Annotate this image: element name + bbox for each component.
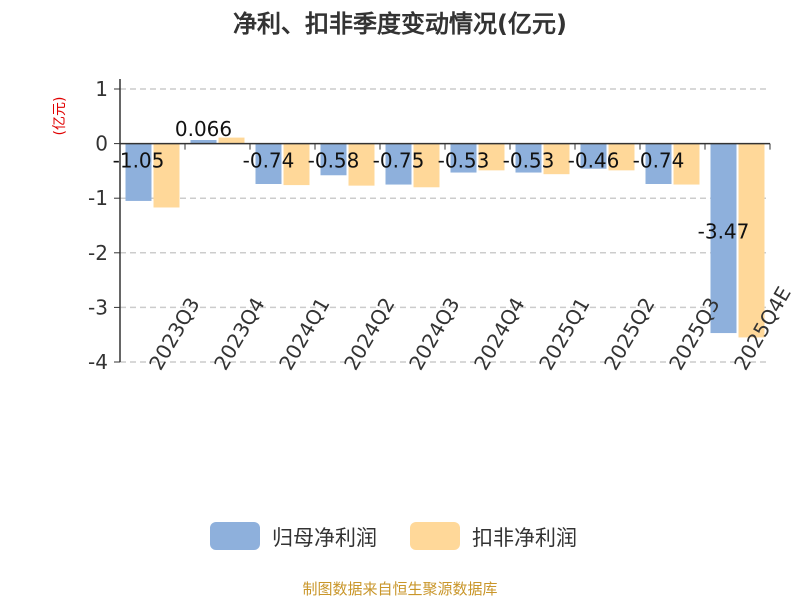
bar-net-profit [515,143,542,173]
bar-net-profit [580,143,607,169]
data-label: -0.74 [633,149,685,173]
bar-deducted-net-profit [738,143,765,338]
footer-source: 制图数据来自恒生聚源数据库 [302,580,497,598]
bar-net-profit [645,143,672,185]
data-label: 0.066 [175,117,232,141]
y-tick-label: -3 [88,295,108,319]
data-label: -0.75 [373,149,425,173]
bar-deducted-net-profit [348,143,375,186]
y-tick-label: -1 [88,186,108,210]
legend-label: 归母净利润 [272,526,377,550]
bar-deducted-net-profit [608,143,635,171]
bar-net-profit [255,143,282,185]
data-label: -0.53 [438,149,490,173]
bar-deducted-net-profit [413,143,440,188]
y-tick-label: 0 [95,132,108,156]
bar-net-profit [385,143,412,185]
legend-swatch [410,522,460,550]
y-tick-label: -2 [88,241,108,265]
bar-net-profit [450,143,477,173]
data-label: -0.58 [308,149,360,173]
bar-net-profit [710,143,737,334]
bar-deducted-net-profit [543,143,570,175]
data-label: -0.74 [243,149,295,173]
legend-label: 扣非净利润 [472,526,577,550]
bar-deducted-net-profit [478,143,505,171]
y-axis-label: (亿元) [52,97,68,136]
data-label: -3.47 [698,219,750,243]
data-label: -1.05 [113,149,165,173]
legend: 归母净利润 扣非净利润 [210,522,577,550]
bar-net-profit [125,143,152,201]
data-label: -0.46 [568,149,620,173]
bar-deducted-net-profit [283,143,310,186]
bar-deducted-net-profit [218,137,245,144]
bar-net-profit [190,139,217,144]
bar-deducted-net-profit [153,143,180,208]
legend-swatch [210,522,260,550]
bar-net-profit [320,143,347,176]
y-tick-label: 1 [95,77,108,101]
chart-title: 净利、扣非季度变动情况(亿元) [233,10,567,38]
data-label: -0.53 [503,149,555,173]
bar-deducted-net-profit [673,143,700,185]
y-tick-label: -4 [88,350,108,374]
